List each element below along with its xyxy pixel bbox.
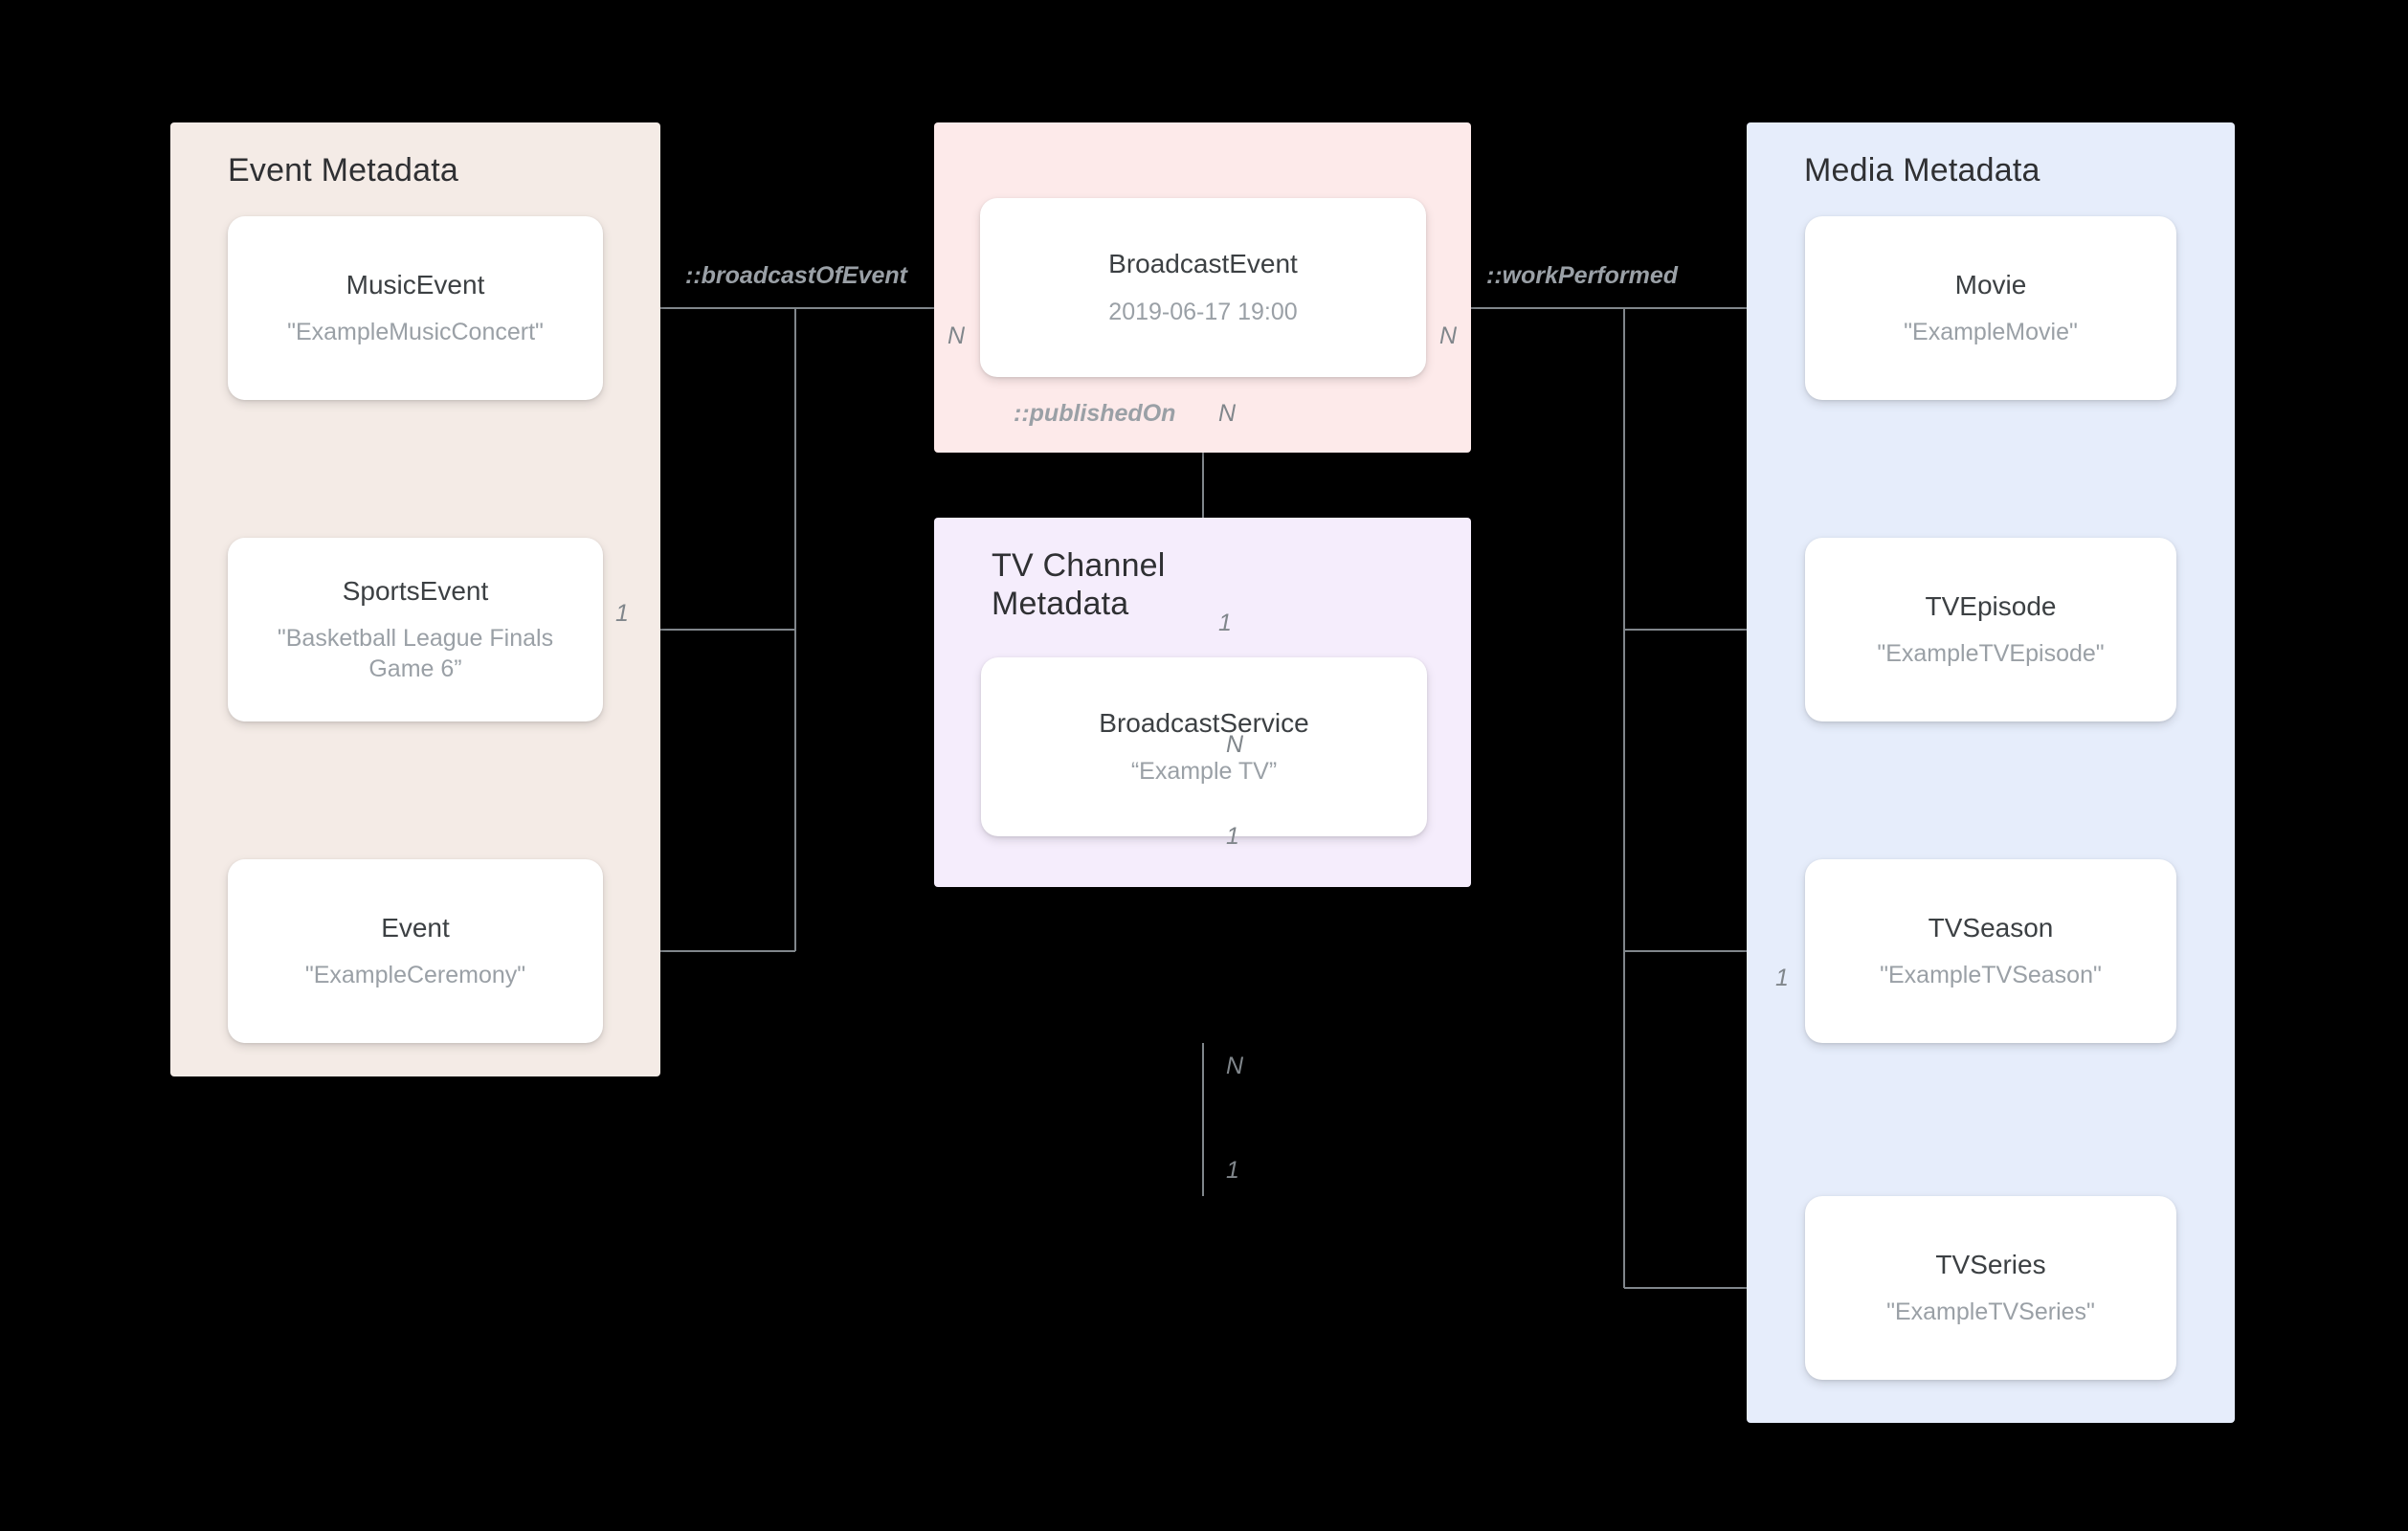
entity-card-tv-episode[interactable]: TVEpisode "ExampleTVEpisode" [1805,538,2176,721]
entity-type-sports-event: SportsEvent [342,575,489,606]
entity-value-tv-episode: "ExampleTVEpisode" [1877,640,2105,668]
cardinality-episode-season-n: N [1226,731,1244,758]
entity-value-sports-event: "Basketball League Finals Game 6” [277,625,554,683]
cardinality-sports-event-one: 1 [615,600,629,627]
panel-title-event-metadata: Event Metadata [228,152,458,189]
panel-title-tv-channel-metadata: TV Channel Metadata [992,547,1166,623]
entity-value-event: "ExampleCeremony" [304,962,526,989]
entity-type-music-event: MusicEvent [346,269,485,300]
entity-type-tv-season: TVSeason [1928,912,2054,943]
entity-card-broadcast-event[interactable]: BroadcastEvent 2019-06-17 19:00 [980,198,1426,377]
entity-type-event: Event [381,912,450,943]
relationship-label-published-on: ::publishedOn [1014,400,1176,427]
cardinality-published-on-n: N [1218,400,1237,427]
entity-value-tv-season: "ExampleTVSeason" [1880,962,2102,989]
cardinality-broadcast-event-right-n: N [1439,322,1458,349]
entity-value-tv-series: "ExampleTVSeries" [1886,1298,2095,1326]
entity-card-event[interactable]: Event "ExampleCeremony" [228,859,603,1043]
entity-value-movie: "ExampleMovie" [1904,319,2078,346]
cardinality-season-left-one: 1 [1775,965,1789,991]
cardinality-season-series-one: 1 [1226,1157,1239,1184]
cardinality-broadcast-service-one: 1 [1218,610,1232,636]
entity-type-broadcast-service: BroadcastService [1099,708,1309,739]
entity-type-tv-series: TVSeries [1935,1249,2046,1279]
cardinality-episode-season-one: 1 [1226,823,1239,850]
cardinality-music-event-to-broadcast-n: N [948,322,966,349]
entity-type-tv-episode: TVEpisode [1925,590,2057,621]
entity-card-sports-event[interactable]: SportsEvent "Basketball League Finals Gam… [228,538,603,721]
entity-card-broadcast-service[interactable]: BroadcastService “Example TV” [981,657,1427,836]
relationship-label-work-performed: ::workPerformed [1486,262,1679,289]
entity-card-tv-series[interactable]: TVSeries "ExampleTVSeries" [1805,1196,2176,1380]
entity-value-music-event: "ExampleMusicConcert" [287,319,544,346]
entity-type-movie: Movie [1954,269,2027,300]
entity-card-music-event[interactable]: MusicEvent "ExampleMusicConcert" [228,216,603,400]
entity-type-broadcast-event: BroadcastEvent [1108,249,1298,279]
cardinality-season-series-n: N [1226,1053,1244,1079]
relationship-label-broadcast-of-event: ::broadcastOfEvent [685,262,907,289]
panel-title-media-metadata: Media Metadata [1804,152,2040,189]
entity-value-broadcast-event: 2019-06-17 19:00 [1108,298,1298,325]
entity-card-tv-season[interactable]: TVSeason "ExampleTVSeason" [1805,859,2176,1043]
entity-card-movie[interactable]: Movie "ExampleMovie" [1805,216,2176,400]
entity-value-broadcast-service: “Example TV” [1130,757,1278,785]
